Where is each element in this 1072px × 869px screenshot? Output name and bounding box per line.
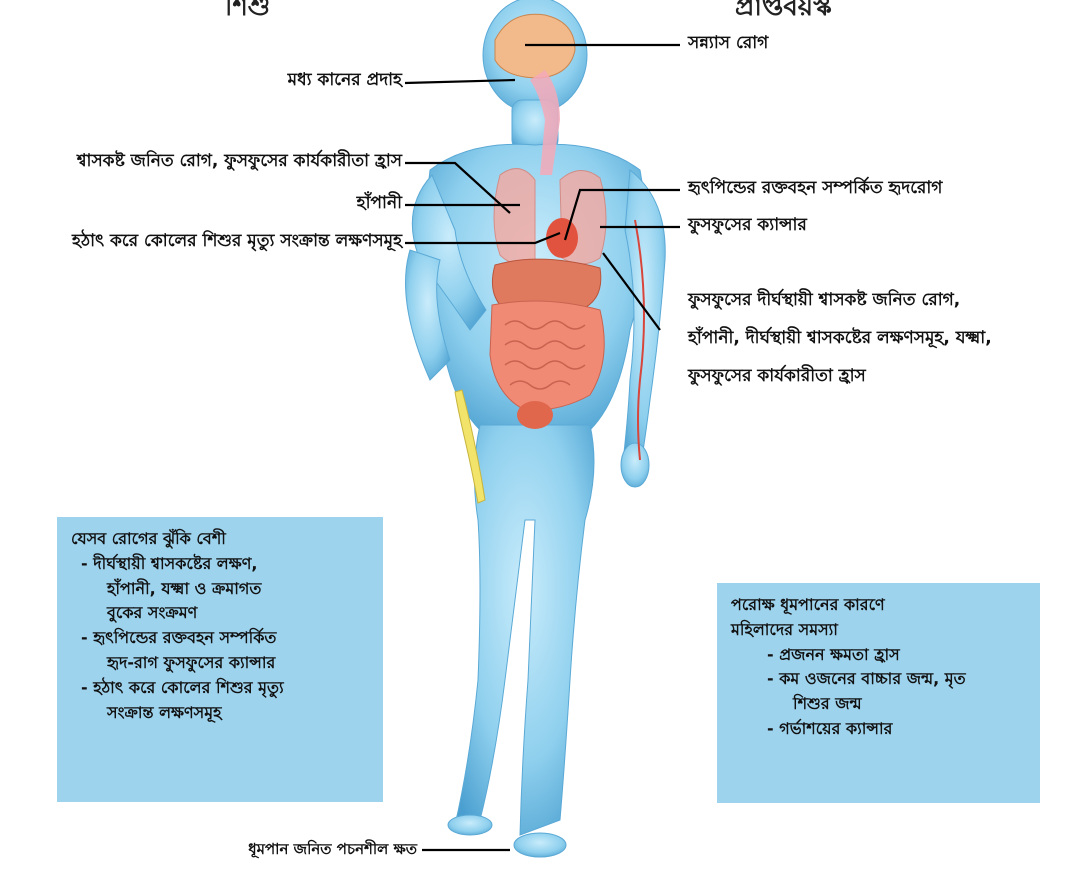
bladder: [517, 401, 553, 429]
risk-box: যেসব রোগের ঝুঁকি বেশী - দীর্ঘস্থায়ী শ্ব…: [57, 517, 383, 802]
header-child: শিশু: [225, 0, 270, 30]
label-ear-infection: মধ্য কানের প্রদাহ: [288, 70, 402, 90]
brain: [495, 14, 575, 78]
risk-item: হৃদ-রাগ ফুসফুসের ক্যান্সার: [71, 651, 369, 676]
women-item: - কম ওজনের বাচ্চার জন্ম, মৃত: [731, 667, 1026, 692]
risk-item: বুকের সংক্রমণ: [71, 601, 369, 626]
women-box-title-1: পরোক্ষ ধূমপানের কারণে: [731, 593, 1026, 618]
heart: [546, 218, 578, 258]
women-item: - গর্ভাশয়ের ক্যান্সার: [731, 717, 1026, 742]
women-item: - প্রজনন ক্ষমতা হ্রাস: [731, 643, 1026, 668]
risk-box-title: যেসব রোগের ঝুঁকি বেশী: [71, 527, 369, 552]
label-copd-line-2: হাঁপানী, দীর্ঘস্থায়ী শ্বাসকষ্টের লক্ষণস…: [688, 328, 992, 348]
label-copd-line-3: ফুসফুসের কার্যকারীতা হ্রাস: [688, 366, 866, 386]
risk-item: - হঠাৎ করে কোলের শিশুর মৃত্যু: [71, 676, 369, 701]
label-lung-cancer: ফুসফুসের ক্যান্সার: [688, 215, 807, 235]
women-risk-box: পরোক্ষ ধূমপানের কারণে মহিলাদের সমস্যা - …: [717, 583, 1040, 803]
women-box-title-2: মহিলাদের সমস্যা: [731, 618, 1026, 643]
label-breathing-disease: শ্বাসকষ্ট জনিত রোগ, ফুসফুসের কার্যকারীতা…: [77, 151, 402, 171]
label-asthma: হাঁপানী: [357, 193, 402, 213]
label-smoking-ulcer: ধূমপান জনিত পচনশীল ক্ষত: [248, 840, 417, 858]
risk-item: সংক্রান্ত লক্ষণসমূহ: [71, 701, 369, 726]
label-copd-line-1: ফুসফুসের দীর্ঘস্থায়ী শ্বাসকষ্ট জনিত রোগ…: [688, 290, 960, 310]
label-stroke: সন্ন্যাস রোগ: [688, 33, 768, 53]
label-heart-disease: হৃৎপিন্ডের রক্তবহন সম্পর্কিত হৃদরোগ: [688, 178, 942, 198]
intestines: [490, 301, 604, 410]
women-item: শিশুর জন্ম: [731, 692, 1026, 717]
risk-item: - হৃৎপিন্ডের রক্তবহন সম্পর্কিত: [71, 626, 369, 651]
header-adult: প্রাপ্তবয়স্ক: [735, 0, 832, 30]
label-sids: হঠাৎ করে কোলের শিশুর মৃত্যু সংক্রান্ত লক…: [72, 231, 402, 251]
left-lung: [494, 169, 535, 264]
risk-item: হাঁপানী, যক্ষ্মা ও ক্রমাগত: [71, 577, 369, 602]
risk-item: - দীর্ঘস্থায়ী শ্বাসকষ্টের লক্ষণ,: [71, 552, 369, 577]
